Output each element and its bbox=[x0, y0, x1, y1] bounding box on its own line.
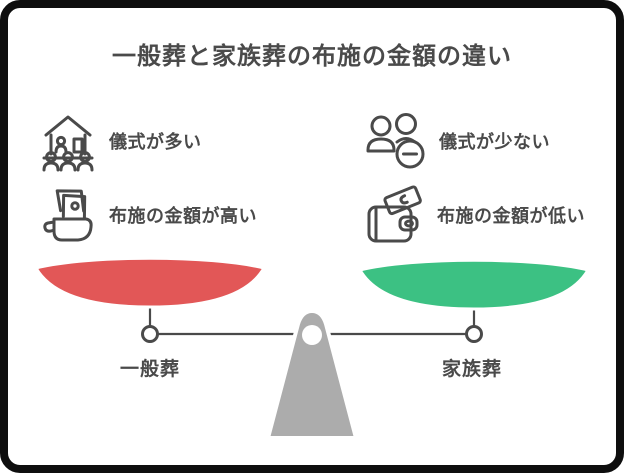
page-title: 一般葬と家族葬の布施の金額の違い bbox=[112, 42, 512, 70]
wallet-money-icon bbox=[367, 185, 422, 243]
right-pivot-ring bbox=[465, 325, 483, 343]
offering-money-hand-icon bbox=[43, 189, 93, 242]
left-pivot-ring bbox=[141, 325, 159, 343]
right-feature-ceremonies: 儀式が少ない bbox=[364, 110, 550, 172]
fulcrum bbox=[266, 309, 358, 440]
left-pan bbox=[33, 256, 267, 309]
right-feature-offering-low: 布施の金額が低い bbox=[364, 184, 585, 246]
balance-scale bbox=[33, 256, 591, 440]
fulcrum-hole bbox=[302, 325, 322, 345]
right-feature-ceremonies-label: 儀式が少ない bbox=[439, 132, 550, 153]
left-feature-ceremonies-label: 儀式が多い bbox=[109, 132, 202, 153]
right-pan bbox=[357, 258, 591, 311]
left-feature-offering-high-label: 布施の金額が高い bbox=[109, 206, 257, 227]
right-feature-offering-low-label: 布施の金額が低い bbox=[437, 206, 585, 227]
funeral-ceremony-icon bbox=[42, 115, 94, 172]
left-pan-label: 一般葬 bbox=[119, 358, 180, 380]
left-feature-ceremonies: 儀式が多い bbox=[36, 110, 202, 172]
left-feature-offering-high: 布施の金額が高い bbox=[42, 186, 257, 244]
few-people-minus-icon bbox=[366, 113, 425, 169]
right-pan-label: 家族葬 bbox=[441, 358, 502, 380]
